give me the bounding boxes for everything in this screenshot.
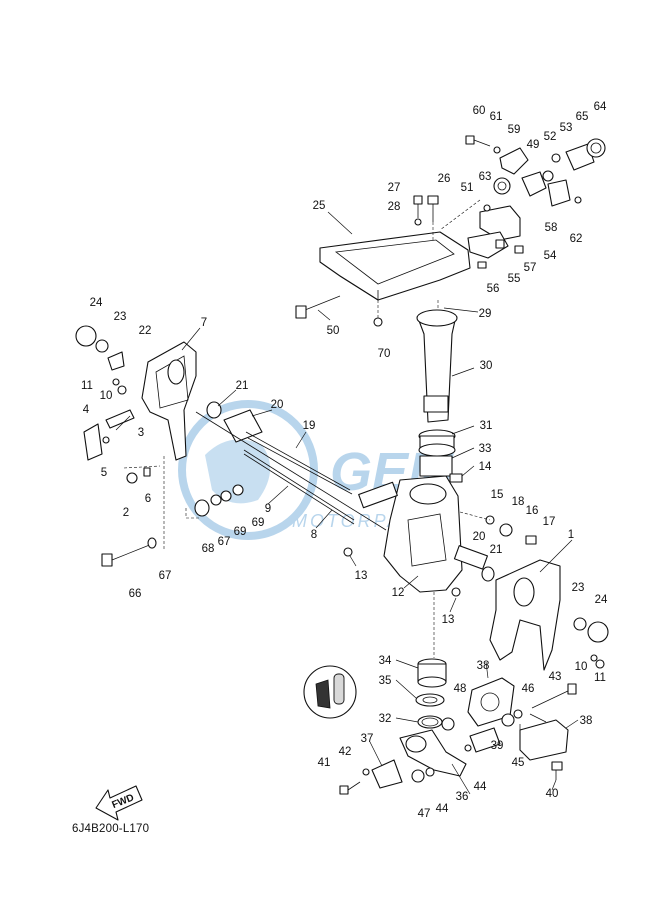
part-label-38-upper: 38 [477,660,490,672]
part-label-63: 63 [479,171,492,183]
part-label-18: 18 [512,496,525,508]
part-label-12: 12 [392,587,405,599]
part-label-32: 32 [379,713,392,725]
right-clamp-bracket-group [489,559,609,671]
part-label-14: 14 [479,461,492,473]
part-label-60: 60 [473,105,486,117]
part-label-7: 7 [201,317,207,329]
part-label-33: 33 [479,443,492,455]
part-label-27: 27 [388,182,401,194]
part-label-11-left: 11 [81,380,93,392]
part-label-40: 40 [546,788,559,800]
fwd-arrow: FWD [95,785,143,821]
part-label-56: 56 [487,283,500,295]
part-label-38-lower: 38 [580,715,593,727]
part-label-59: 59 [508,124,521,136]
part-label-62: 62 [570,233,583,245]
part-label-57: 57 [524,262,537,274]
part-label-2: 2 [123,507,129,519]
part-label-30: 30 [480,360,493,372]
steering-bracket-group [295,135,606,327]
part-label-23-left: 23 [114,311,127,323]
leader-lines [115,211,579,795]
part-label-9: 9 [265,503,271,515]
part-label-10-right: 10 [575,661,588,673]
part-label-70: 70 [378,348,391,360]
part-label-6: 6 [145,493,151,505]
steering-shaft-group [343,300,537,658]
part-label-23-right: 23 [572,582,585,594]
part-label-26: 26 [438,173,451,185]
part-label-25: 25 [313,200,326,212]
part-label-65: 65 [576,111,589,123]
part-label-21-lower: 21 [490,544,503,556]
diagram-code: 6J4B200-L170 [72,823,150,835]
part-label-10-left: 10 [100,390,113,402]
part-label-66: 66 [129,588,142,600]
part-label-48: 48 [454,683,467,695]
part-label-51: 51 [461,182,474,194]
part-label-36: 36 [456,791,469,803]
part-label-53: 53 [560,122,573,134]
part-label-13-upper: 13 [355,570,368,582]
part-label-5: 5 [101,467,107,479]
part-label-37: 37 [361,733,374,745]
part-label-17: 17 [543,516,556,528]
part-label-20-lower: 20 [473,531,486,543]
part-label-55: 55 [508,273,521,285]
part-label-43: 43 [549,671,562,683]
part-label-4: 4 [83,404,90,416]
part-label-41: 41 [318,757,331,769]
lower-steering-group [303,658,577,795]
part-label-19: 19 [303,420,316,432]
part-label-20-upper: 20 [271,399,284,411]
part-label-34: 34 [379,655,392,667]
part-label-28: 28 [388,201,401,213]
part-label-69-left: 69 [234,526,247,538]
part-label-31: 31 [480,420,493,432]
part-label-50: 50 [327,325,340,337]
part-label-21-upper: 21 [236,380,249,392]
part-label-58: 58 [545,222,558,234]
part-label-67-lower: 67 [159,570,172,582]
part-label-47: 47 [418,808,431,820]
part-label-24-right: 24 [595,594,608,606]
left-clamp-bracket-group [75,325,387,567]
part-label-42: 42 [339,746,352,758]
part-label-39: 39 [491,740,504,752]
part-label-11-right: 11 [594,672,606,684]
part-label-54: 54 [544,250,557,262]
part-labels: 1 2 3 4 5 6 7 8 9 10 10 11 11 12 13 13 1… [81,101,608,820]
part-label-8: 8 [311,529,317,541]
part-label-44-right: 44 [474,781,487,793]
part-label-1: 1 [568,529,574,541]
part-label-52: 52 [544,131,557,143]
part-label-67-upper: 67 [218,536,231,548]
part-label-3: 3 [138,427,144,439]
part-label-44-left: 44 [436,803,449,815]
part-label-35: 35 [379,675,392,687]
part-label-22: 22 [139,325,152,337]
part-label-16: 16 [526,505,539,517]
part-label-29: 29 [479,308,492,320]
part-label-69-right: 69 [252,517,265,529]
part-label-24-left: 24 [90,297,103,309]
part-label-61: 61 [490,111,503,123]
part-label-64: 64 [594,101,607,113]
part-label-13-lower: 13 [442,614,455,626]
part-label-49: 49 [527,139,540,151]
part-label-46: 46 [522,683,535,695]
part-label-15: 15 [491,489,504,501]
part-label-45: 45 [512,757,525,769]
part-label-68: 68 [202,543,215,555]
